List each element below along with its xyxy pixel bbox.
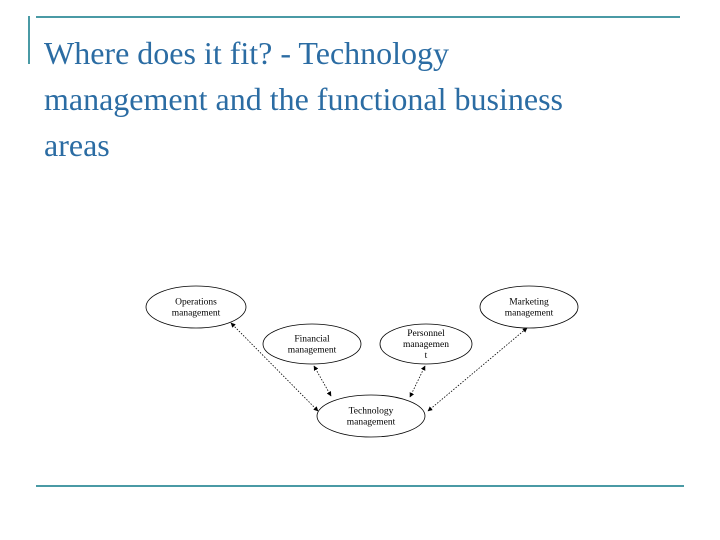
node-operations-label-line-1: Operations xyxy=(175,298,217,308)
node-personnel-ellipse xyxy=(379,323,473,365)
slide-title-line-2: management and the functional business xyxy=(44,81,563,117)
node-marketing-label-line-2: management xyxy=(505,309,554,319)
node-marketing-label-line-1: Marketing xyxy=(509,298,549,308)
node-technology-label-line-1: Technology xyxy=(349,407,394,417)
node-personnel-label-line-1: Personnel xyxy=(407,329,445,339)
node-financial-label-line-2: management xyxy=(288,346,337,356)
node-marketing-ellipse xyxy=(479,285,579,329)
node-financial-label-line-1: Financial xyxy=(294,335,330,345)
edge-technology-financial xyxy=(313,365,332,397)
node-personnel-label-line-2: managemen xyxy=(403,340,449,350)
edge-technology-operations xyxy=(230,322,319,412)
node-personnel-label-line-3: t xyxy=(425,351,428,361)
slide-title-line-1: Where does it fit? - Technology xyxy=(44,35,450,71)
slide-title-line-3: areas xyxy=(44,127,110,163)
node-financial-ellipse xyxy=(262,323,362,365)
node-operations-label-line-2: management xyxy=(172,309,221,319)
edge-technology-marketing xyxy=(427,327,528,412)
node-operations-ellipse xyxy=(145,285,247,329)
node-technology-ellipse xyxy=(316,394,426,438)
slide-title: Where does it fit? - Technology manageme… xyxy=(44,30,684,168)
left-rule xyxy=(28,16,30,64)
bottom-rule xyxy=(36,485,684,487)
top-rule xyxy=(36,16,680,18)
diagram-edges xyxy=(230,322,528,412)
edge-technology-personnel xyxy=(409,365,426,398)
node-technology-label-line-2: management xyxy=(347,418,396,428)
diagram-nodes: OperationsmanagementFinancialmanagementP… xyxy=(145,285,579,438)
